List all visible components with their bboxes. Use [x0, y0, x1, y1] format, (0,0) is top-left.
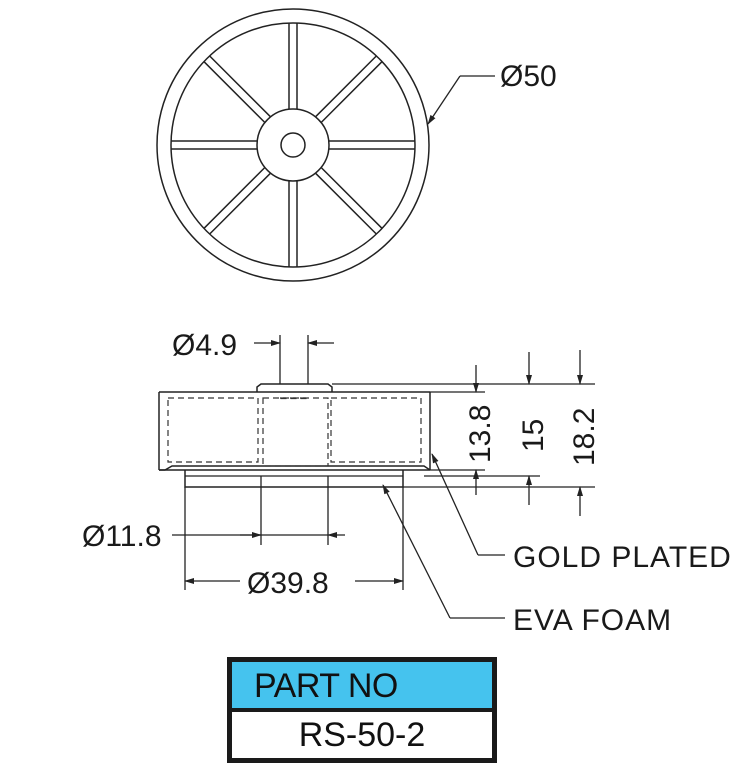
hidden-hub-bore — [262, 397, 329, 467]
dim-label-diameter-39-8: Ø39.8 — [247, 567, 329, 600]
dim-label-diameter-11-8: Ø11.8 — [82, 520, 162, 553]
spoke-edge-7-0 — [315, 55, 377, 118]
gold-plated-leader-slant — [431, 453, 479, 556]
hidden-hole — [279, 397, 309, 400]
hub-boss — [256, 383, 333, 392]
spoke-edge-7-1 — [320, 61, 383, 123]
diameter-50-leader-slant — [427, 75, 461, 125]
callout-gold-plated: GOLD PLATED — [513, 541, 732, 574]
side-view: Ø4.9 Ø11.8 Ø39.8 13.8 15 18.2 — [82, 329, 732, 637]
part-number-value: RS-50-2 — [298, 716, 426, 754]
spoke-edge-1-0 — [320, 167, 383, 229]
top-view: Ø50 — [156, 8, 557, 282]
wheel-inner-rim — [170, 22, 416, 268]
dim-label-height-13-8: 13.8 — [464, 405, 497, 463]
hub-hole — [280, 132, 306, 158]
spoke-edge-5-1 — [209, 55, 271, 118]
spoke-edge-5-0 — [203, 61, 266, 123]
wheel-outer-rim — [156, 8, 430, 282]
dim-label-height-18-2: 18.2 — [568, 408, 601, 466]
spoke-edge-1-1 — [315, 172, 377, 235]
dim-label-height-15: 15 — [517, 419, 550, 452]
hidden-cavity-right — [330, 397, 422, 463]
eva-foam-layer — [184, 470, 404, 488]
spoke-edge-3-0 — [209, 172, 271, 235]
eva-foam-leader-slant — [382, 484, 451, 619]
dim-label-diameter-4-9: Ø4.9 — [172, 329, 237, 362]
hidden-cavity-left — [167, 397, 259, 463]
spokes — [171, 23, 415, 267]
part-number-table: PART NO RS-50-2 — [227, 657, 497, 763]
part-number-header: PART NO — [232, 662, 492, 712]
dim-label-diameter-50: Ø50 — [500, 60, 557, 93]
spoke-edge-3-1 — [203, 167, 266, 229]
hub-outer-circle — [256, 108, 330, 182]
callout-eva-foam: EVA FOAM — [513, 604, 672, 637]
